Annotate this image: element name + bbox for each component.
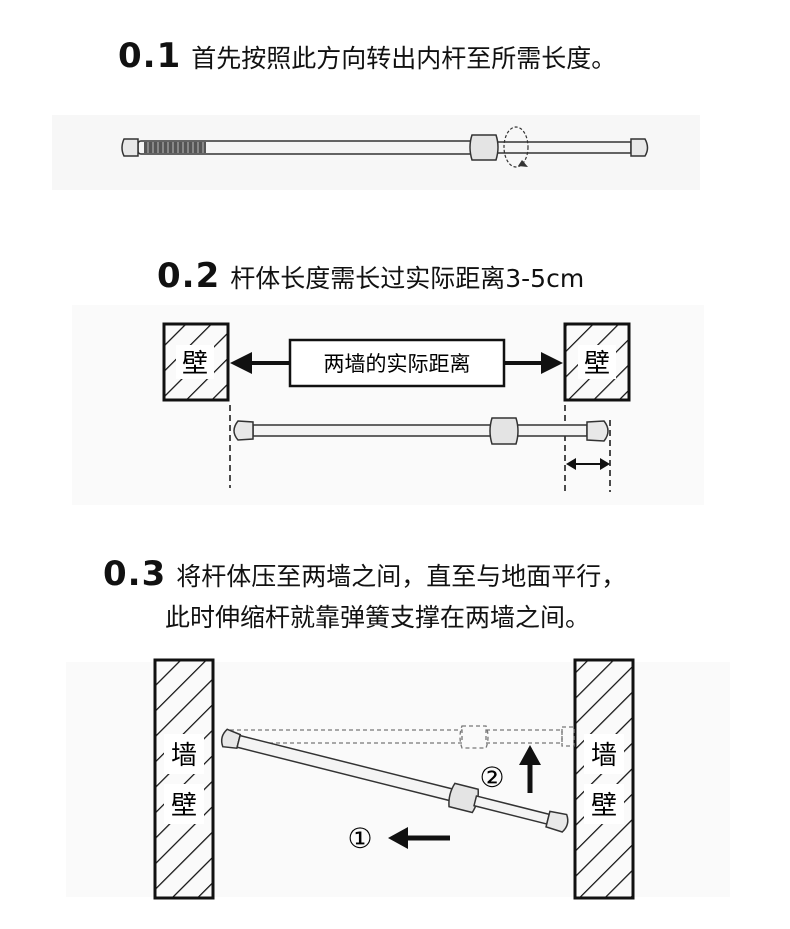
extra-length-arrow-right-icon [600,458,610,470]
left-wall-label: 壁 [182,349,208,379]
spring-grip [144,142,206,153]
rod-rotation-diagram [52,115,700,190]
right-wall [573,658,635,900]
step-2-number: 0.2 [157,256,221,296]
twist-joint [469,134,499,161]
step-1-heading: 0.1 首先按照此方向转出内杆至所需长度。 [118,36,616,76]
step-3-heading: 0.3 将杆体压至两墙之间，直至与地面平行， [103,554,626,594]
rod-joint [489,417,519,445]
end-cap-right [630,138,649,157]
length-diagram: 壁 壁 两墙的实际距离 [162,322,631,492]
step-2-heading: 0.2 杆体长度需长过实际距离3-5cm [157,256,584,296]
step-1-number: 0.1 [118,36,182,76]
step-3-text-line2: 此时伸缩杆就靠弹簧支撑在两墙之间。 [165,603,591,632]
right-wall-label-bottom: 壁 [591,791,617,821]
arrow-left-icon [230,352,252,374]
arrow-2-label: ② [479,761,504,794]
left-wall [153,658,215,900]
arrow-1-label: ① [347,822,372,855]
step-2-text: 杆体长度需长过实际距离3-5cm [230,264,585,293]
arrow-left-icon [388,827,408,849]
arrow-right-icon [541,352,563,374]
distance-label-box [288,338,506,388]
arrow-up-icon [519,745,541,765]
end-cap-left [121,138,139,157]
rod-cap-right [586,420,609,442]
step-3-number: 0.3 [103,554,167,594]
left-wall-label-top: 墙 [171,741,197,771]
rod-cap-left [233,420,254,441]
distance-label: 两墙的实际距离 [324,352,471,376]
left-wall-label-bottom: 壁 [171,791,197,821]
step-3-text-line1: 将杆体压至两墙之间，直至与地面平行， [176,562,627,591]
slanted-rod [220,728,569,833]
right-wall-label: 壁 [584,349,610,379]
extra-length-arrow-left-icon [566,458,576,470]
rotation-arrow-head-icon [518,160,528,167]
step-1-text: 首先按照此方向转出内杆至所需长度。 [191,44,617,73]
right-wall-label-top: 墙 [591,741,617,771]
rotation-arrow-icon [503,126,529,168]
